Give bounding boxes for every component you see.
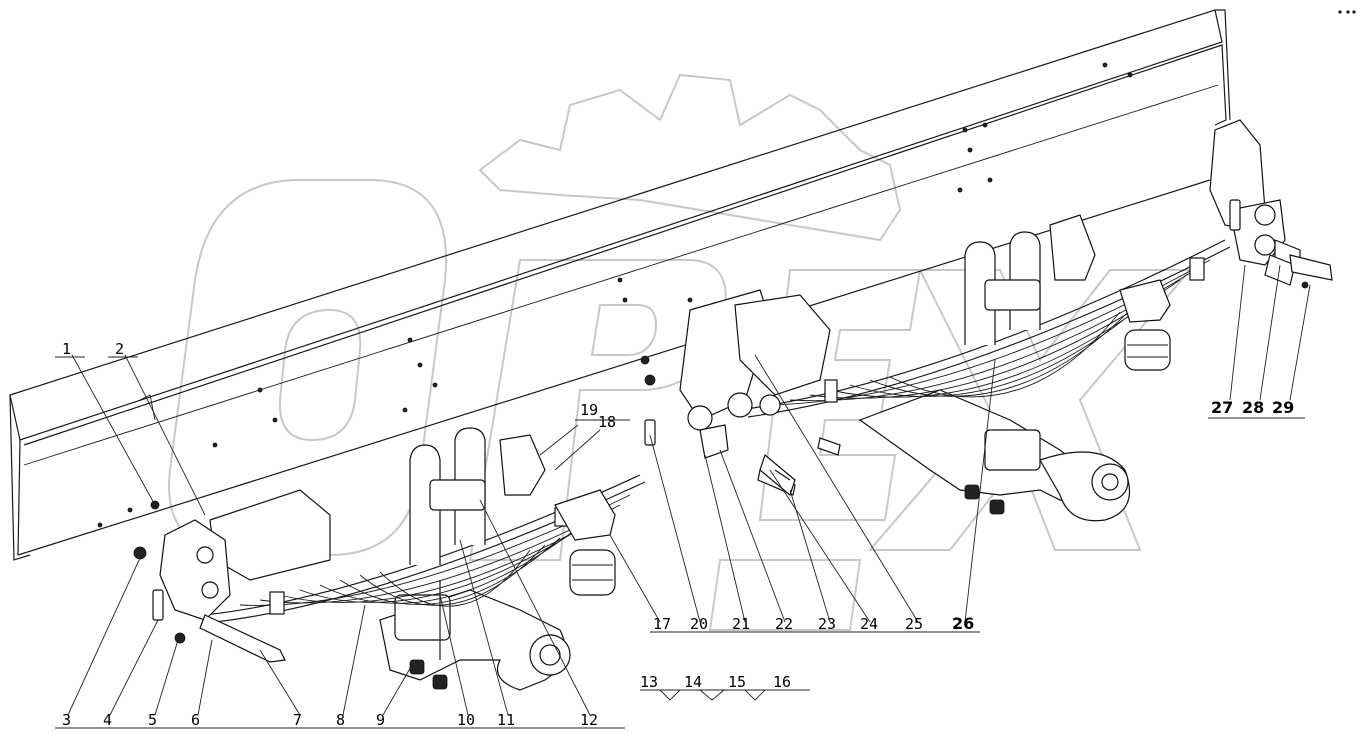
callout-1: 1 [62, 340, 71, 358]
callout-16: 16 [773, 673, 791, 691]
corner-mark [1338, 10, 1356, 14]
callout-11: 11 [497, 711, 515, 729]
callout-4: 4 [103, 711, 112, 729]
callout-6: 6 [191, 711, 200, 729]
callout-23: 23 [818, 615, 836, 633]
leader-lines [55, 264, 1311, 729]
callout-24: 24 [860, 615, 878, 633]
callout-18: 18 [598, 413, 616, 431]
callout-20: 20 [690, 615, 708, 633]
callout-17: 17 [653, 615, 671, 633]
callout-27: 27 [1211, 398, 1233, 417]
front-hanger-bracket [133, 500, 286, 663]
front-u-bolts [409, 427, 486, 690]
rear-axle-housing [858, 389, 1131, 522]
callout-labels: 1 2 3 4 5 6 7 8 9 10 11 12 13 14 15 16 1… [62, 340, 1294, 729]
front-bump-stop [554, 489, 616, 596]
callout-22: 22 [775, 615, 793, 633]
callout-14: 14 [684, 673, 702, 691]
middle-trunnion-bracket [640, 289, 841, 496]
callout-9: 9 [376, 711, 385, 729]
rear-bump-stop [1119, 279, 1171, 371]
callout-29: 29 [1272, 398, 1294, 417]
callout-5: 5 [148, 711, 157, 729]
callout-7: 7 [293, 711, 302, 729]
rear-hanger-bracket [1209, 119, 1333, 286]
callout-12: 12 [580, 711, 598, 729]
callout-15: 15 [728, 673, 746, 691]
callout-19: 19 [580, 401, 598, 419]
callout-8: 8 [336, 711, 345, 729]
callout-2: 2 [115, 340, 124, 358]
callout-13: 13 [640, 673, 658, 691]
callout-26: 26 [952, 614, 974, 633]
callout-21: 21 [732, 615, 750, 633]
frame-mounting-plates [499, 214, 1096, 496]
callout-28: 28 [1242, 398, 1264, 417]
rear-u-bolts [964, 231, 1041, 515]
frame-holes [97, 62, 1133, 528]
rear-pins [759, 281, 1309, 497]
callout-25: 25 [905, 615, 923, 633]
callout-10: 10 [457, 711, 475, 729]
front-leaf-spring [204, 474, 646, 623]
front-axle-housing [209, 489, 571, 691]
callout-3: 3 [62, 711, 71, 729]
